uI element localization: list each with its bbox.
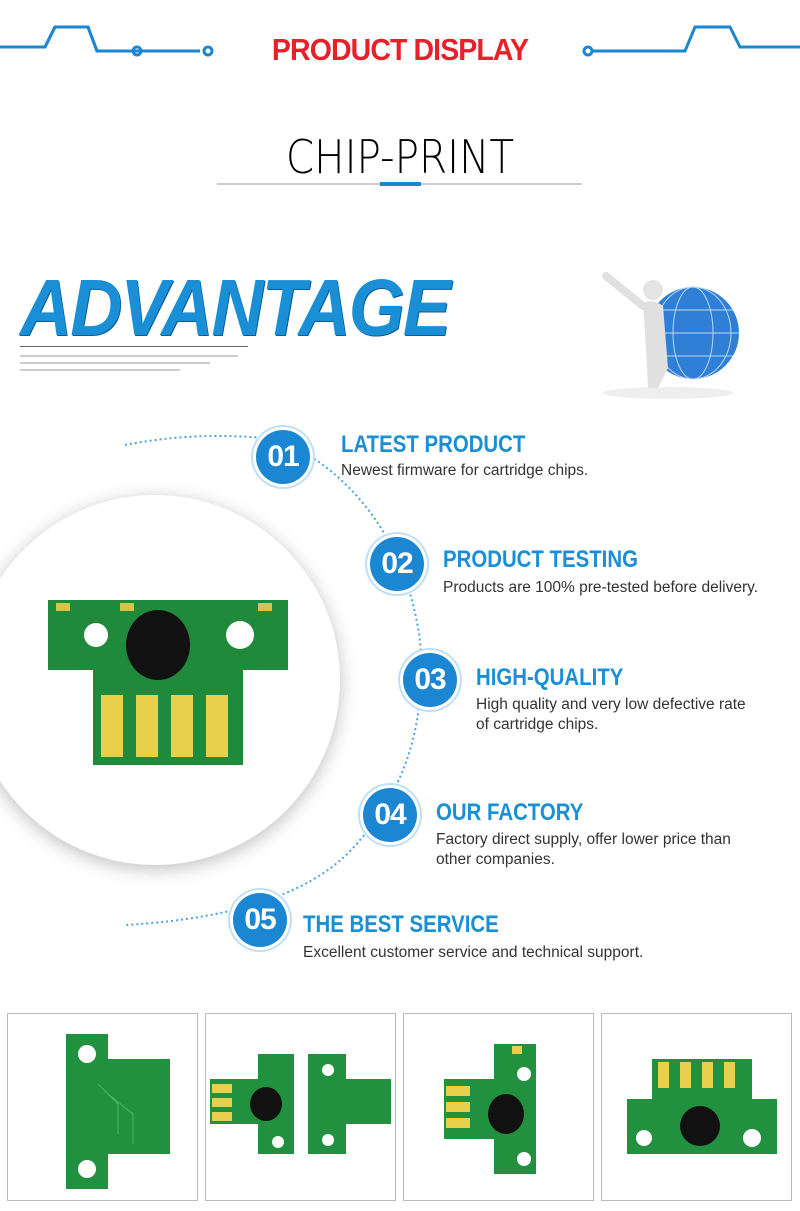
feature-title: LATEST PRODUCT <box>341 431 526 458</box>
section-title: PRODUCT DISPLAY <box>271 32 529 67</box>
chip-pair-image <box>210 1054 391 1154</box>
feature-title: HIGH-QUALITY <box>476 664 624 691</box>
feature-description: Factory direct supply, offer lower price… <box>436 831 731 868</box>
feature-description: Products are 100% pre-tested before deli… <box>443 579 759 596</box>
fine-print <box>20 355 238 357</box>
fine-print <box>20 362 210 364</box>
feature-number-badge: 02 <box>370 537 424 591</box>
chip-image <box>48 600 288 765</box>
feature-number-badge: 05 <box>233 893 287 947</box>
chip-back-image <box>66 1034 170 1189</box>
circuit-line-decoration <box>0 25 800 186</box>
feature-title: PRODUCT TESTING <box>443 546 638 573</box>
product-thumbnail[interactable] <box>205 1013 396 1201</box>
advantage-heading: ADVANTAGE <box>20 263 451 352</box>
feature-title: OUR FACTORY <box>436 799 584 826</box>
feature-number-badge: 01 <box>256 430 310 484</box>
feature-description: Excellent customer service and technical… <box>303 944 644 961</box>
person-globe-illustration <box>602 272 739 399</box>
divider <box>20 346 248 347</box>
feature-description: High quality and very low defective rate… <box>476 696 746 733</box>
product-name: CHIP-PRINT <box>285 130 515 184</box>
feature-title: THE BEST SERVICE <box>303 911 499 938</box>
product-thumbnail[interactable] <box>403 1013 594 1201</box>
fine-print <box>20 369 180 371</box>
chip-rotated-image <box>627 1059 777 1154</box>
feature-number-badge: 04 <box>363 788 417 842</box>
chip-front-image <box>444 1044 536 1174</box>
product-thumbnail[interactable] <box>7 1013 198 1201</box>
feature-number-badge: 03 <box>403 653 457 707</box>
feature-description: Newest firmware for cartridge chips. <box>341 462 589 479</box>
product-thumbnail[interactable] <box>601 1013 792 1201</box>
